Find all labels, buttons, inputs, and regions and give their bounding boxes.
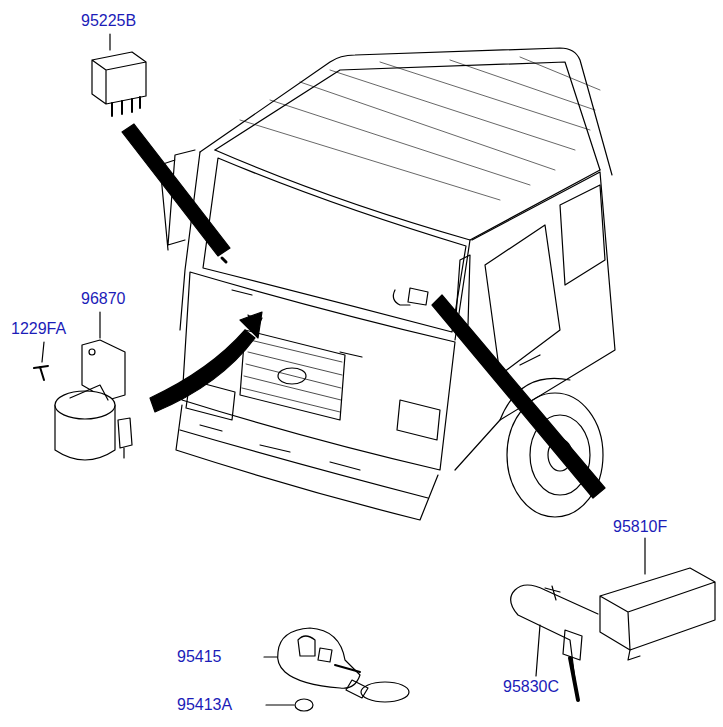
leader-line — [266, 704, 294, 705]
screw — [34, 366, 48, 380]
fob-print — [335, 665, 360, 672]
locator-arrow — [150, 330, 255, 412]
locator-arrow — [122, 124, 230, 256]
horn-mount — [70, 385, 108, 400]
leader-line — [109, 34, 110, 50]
leader-line — [264, 656, 277, 657]
logo — [278, 368, 306, 384]
arrow-head — [240, 312, 262, 338]
callout-number: 95415 — [176, 648, 223, 666]
module-tab — [628, 650, 640, 660]
relay-mark — [222, 258, 226, 262]
fob-loop — [346, 680, 368, 698]
callout-number: 95225B — [80, 12, 137, 30]
antenna-plug — [545, 586, 560, 600]
horn-connector — [118, 418, 132, 458]
leader-line — [644, 538, 645, 574]
grille — [240, 330, 345, 420]
antenna-rod — [570, 658, 578, 700]
bumper-line — [180, 430, 428, 498]
key-fob — [278, 628, 360, 688]
callout-number: 95830C — [502, 678, 560, 696]
roof-edge — [215, 62, 600, 170]
door-handle — [520, 355, 540, 365]
antenna-cable — [511, 585, 598, 680]
roof-outline — [200, 48, 612, 175]
relay-pins — [112, 97, 140, 116]
callout-number: 95810F — [612, 518, 668, 536]
callout-number: 96870 — [80, 290, 127, 308]
side-window — [485, 225, 560, 375]
headlight-right — [397, 400, 440, 440]
wipers — [232, 290, 362, 357]
fob-button — [318, 648, 332, 662]
fob-button — [298, 636, 315, 656]
leader-line — [536, 625, 540, 676]
module-mark — [393, 288, 428, 305]
locator-arrow — [432, 295, 605, 498]
bracket-hole — [89, 349, 95, 355]
roof-ribs — [240, 57, 600, 200]
callout-number: 95413A — [176, 696, 233, 714]
rear-window — [560, 185, 605, 285]
bumper-lights — [200, 425, 360, 470]
grille-bars — [242, 340, 342, 412]
leader-line — [42, 342, 44, 362]
leader-line — [99, 312, 100, 338]
control-module — [600, 568, 715, 650]
key-ring — [361, 682, 409, 702]
relay — [92, 52, 146, 104]
coin-battery — [295, 699, 313, 711]
callout-number: 1229FA — [10, 320, 67, 338]
bumper — [176, 405, 438, 520]
windshield — [203, 158, 466, 332]
antenna-clip — [563, 630, 582, 660]
